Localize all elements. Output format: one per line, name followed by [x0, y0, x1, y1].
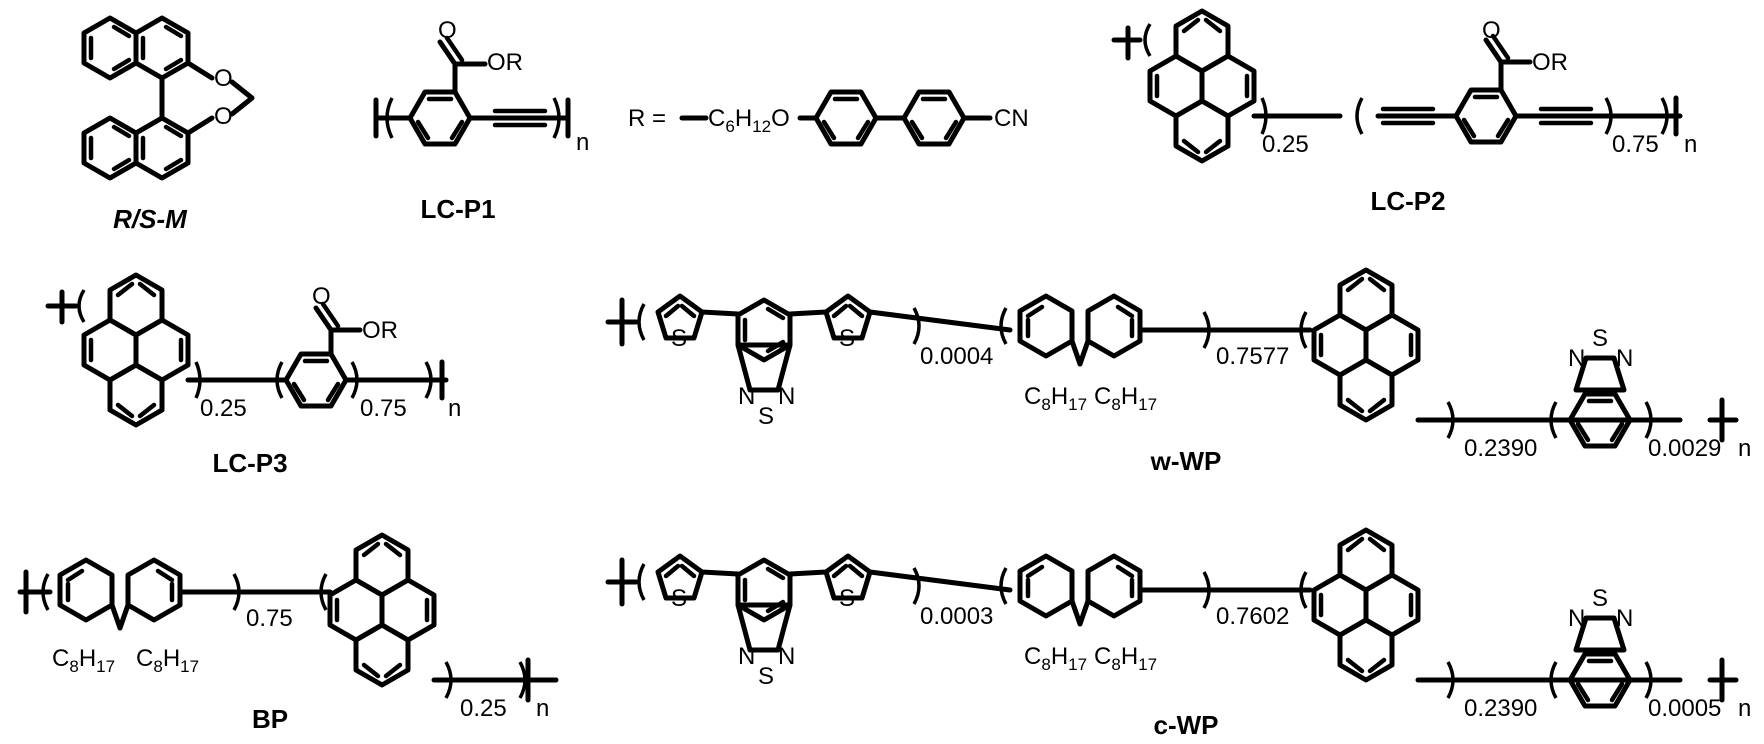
structure-cwp: S N N S S 0.0003 C8H17 C8H17 0.7602 0.23… — [605, 530, 1751, 740]
sulfur-label: S — [758, 403, 774, 430]
sulfur-label: S — [839, 325, 855, 352]
sulfur-label: S — [671, 585, 687, 612]
fraction-x1: 0.75 — [246, 605, 293, 632]
fraction-x4: 0.0005 — [1648, 695, 1721, 722]
fraction-x2: 0.25 — [460, 695, 507, 722]
repeat-n: n — [1738, 435, 1751, 462]
cyano-label: CN — [994, 105, 1029, 132]
structure-label-lcp2: LC-P2 — [1370, 186, 1445, 216]
fraction-x1: 0.0003 — [920, 603, 993, 630]
sulfur-label: S — [1592, 585, 1608, 612]
oxygen-label: O — [312, 283, 331, 310]
fraction-x2: 0.7577 — [1216, 343, 1289, 370]
repeat-n: n — [1684, 131, 1697, 158]
sulfur-label: S — [839, 585, 855, 612]
structure-lcp2: 0.25 O OR 0.75 n LC-P2 — [1111, 11, 1697, 216]
sulfur-label: S — [671, 325, 687, 352]
nitrogen-label: N — [738, 643, 755, 670]
fraction-x4: 0.0029 — [1648, 435, 1721, 462]
nitrogen-label: N — [1568, 345, 1585, 372]
nitrogen-label: N — [1568, 605, 1585, 632]
fraction-x3: 0.2390 — [1464, 435, 1537, 462]
oxygen-label: O — [214, 103, 233, 130]
structure-bp: C8H17 C8H17 0.75 0.25 n BP — [17, 535, 559, 734]
fraction-x2: 0.75 — [360, 395, 407, 422]
r-equals: R = — [628, 105, 666, 132]
structure-wwp: S N N S S 0.0004 C8H17 C8H17 0.7577 0.23… — [605, 270, 1751, 476]
svg-text:C8H17: C8H17 — [1024, 383, 1087, 414]
structure-label-wwp: w-WP — [1150, 446, 1222, 476]
structure-label-rsm: R/S-M — [113, 204, 188, 234]
sulfur-label: S — [1592, 325, 1608, 352]
ester-label: OR — [487, 49, 523, 76]
structure-lcp1: O OR n LC-P1 — [373, 17, 589, 224]
structure-label-bp: BP — [252, 704, 288, 734]
oxygen-label: O — [214, 65, 233, 92]
structure-r-definition: R = C6H12O CN — [628, 92, 1029, 144]
repeat-n: n — [576, 129, 589, 156]
nitrogen-label: N — [778, 643, 795, 670]
structure-rsm: O O R/S-M — [84, 18, 255, 234]
svg-text:C6H12O: C6H12O — [708, 105, 790, 136]
structure-label-lcp1: LC-P1 — [420, 194, 495, 224]
fraction-x1: 0.0004 — [920, 343, 993, 370]
oxygen-label: O — [1482, 17, 1501, 44]
sulfur-label: S — [758, 663, 774, 690]
nitrogen-label: N — [1616, 345, 1633, 372]
ester-label: OR — [362, 317, 398, 344]
fraction-x3: 0.2390 — [1464, 695, 1537, 722]
svg-text:C8H17: C8H17 — [1024, 643, 1087, 674]
repeat-n: n — [536, 695, 549, 722]
oxygen-label: O — [438, 17, 457, 44]
ester-label: OR — [1532, 49, 1568, 76]
structure-lcp3: 0.25 O OR 0.75 n LC-P3 — [45, 275, 461, 478]
nitrogen-label: N — [778, 383, 795, 410]
svg-text:C8H17: C8H17 — [1094, 383, 1157, 414]
nitrogen-label: N — [738, 383, 755, 410]
fraction-x2: 0.75 — [1612, 131, 1659, 158]
svg-text:C8H17: C8H17 — [136, 645, 199, 676]
structure-label-lcp3: LC-P3 — [212, 448, 287, 478]
structure-label-cwp: c-WP — [1154, 710, 1219, 740]
fraction-x1: 0.25 — [200, 395, 247, 422]
repeat-n: n — [1738, 695, 1751, 722]
repeat-n: n — [448, 395, 461, 422]
svg-text:C8H17: C8H17 — [52, 645, 115, 676]
svg-text:C8H17: C8H17 — [1094, 643, 1157, 674]
nitrogen-label: N — [1616, 605, 1633, 632]
fraction-x1: 0.25 — [1262, 131, 1309, 158]
fraction-x2: 0.7602 — [1216, 603, 1289, 630]
